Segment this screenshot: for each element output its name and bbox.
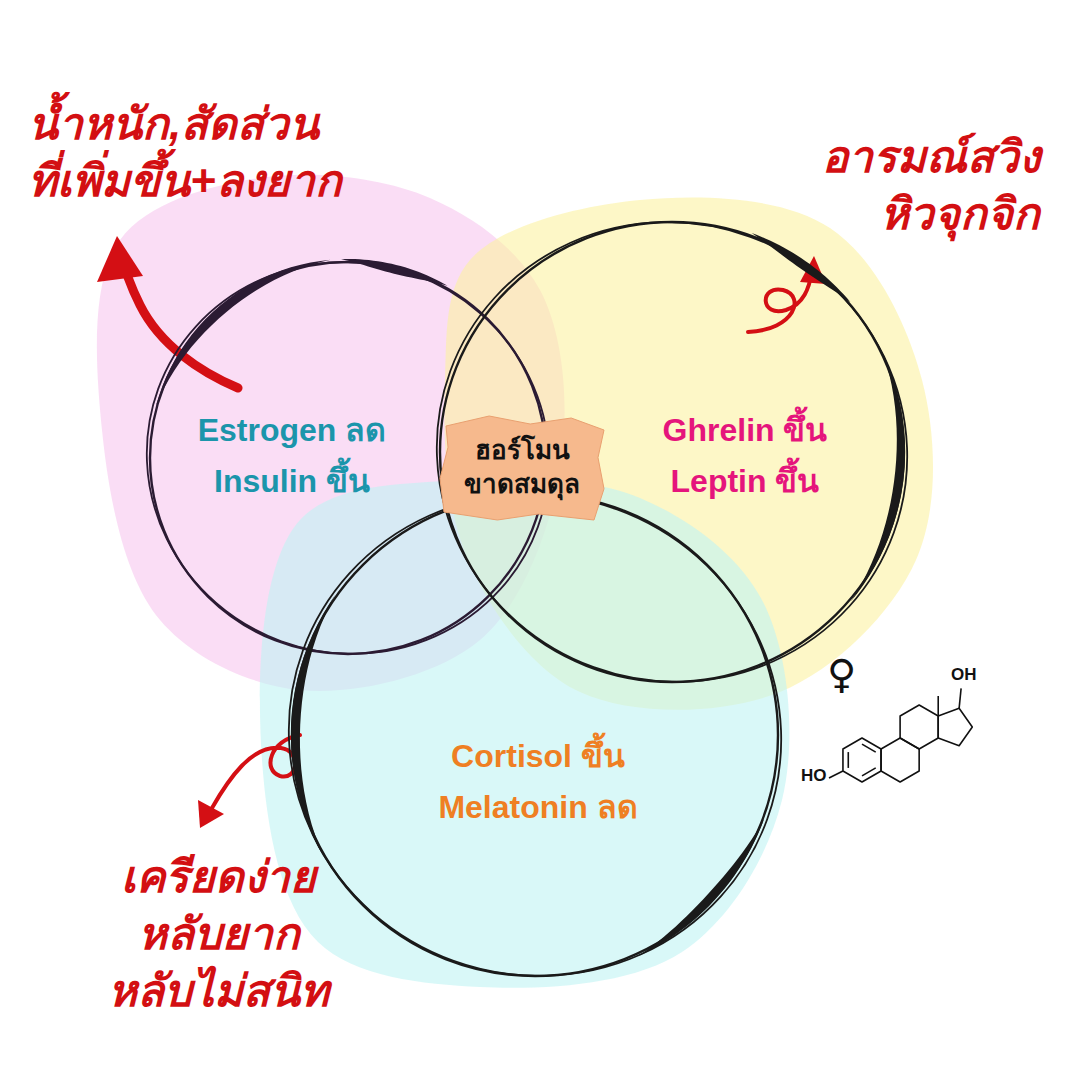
hormone-text: Ghrelin ขึ้น (663, 405, 828, 456)
brush-stroke (291, 595, 335, 857)
hormone-text: Leptin ขึ้น (663, 456, 828, 507)
text-group: Cortisol ขึ้นMelatonin ลด (438, 731, 637, 833)
annotation-arrows (97, 236, 826, 828)
bond-line (862, 744, 876, 752)
text-group: ฮอร์โมน ขาดสมดุล (462, 434, 582, 502)
arrow-head (198, 800, 224, 828)
bond-line (829, 771, 843, 778)
patch-shape (440, 416, 604, 520)
bond-line (959, 688, 961, 708)
brush-stroke (850, 354, 904, 602)
circle-outline (292, 492, 778, 978)
outline-stroke (221, 425, 849, 1045)
estradiol-structure (829, 688, 972, 782)
center-text: ฮอร์โมน ขาดสมดุล (462, 434, 582, 502)
hormone-text: Cortisol ขึ้น (438, 731, 637, 782)
outline-stroke (372, 156, 972, 748)
ring-bond (843, 738, 881, 782)
leader-arrow (212, 735, 300, 808)
female-symbol: ♀ (827, 652, 856, 696)
arrow-head (97, 236, 143, 282)
brush-stroke (752, 233, 851, 302)
text-group: Estrogen ลดInsulin ขึ้น (198, 405, 387, 507)
annotation-text: อารมณ์สวิง หิวจุกจิก (818, 128, 1040, 242)
outline-stroke (292, 494, 778, 976)
hormone-text: Insulin ขึ้น (198, 456, 387, 507)
bond-line (862, 768, 876, 776)
annotation-text: น้ำหนัก,สัดส่วน ที่เพิ่มขึ้น+ลงยาก (28, 95, 346, 209)
ring-bond (900, 705, 938, 749)
brush-stroke (341, 259, 447, 286)
venn-circle: Cortisol ขึ้นMelatonin ลด (292, 492, 778, 978)
brush-stroke (156, 260, 331, 407)
bond-line (937, 696, 939, 716)
brush-stroke (638, 818, 764, 956)
ring-bond (938, 708, 972, 745)
ring-bond (881, 738, 919, 782)
paper-patch (440, 416, 604, 520)
outline-stroke (440, 222, 904, 682)
annotation-text: เครียดง่าย หลับยาก หลับไม่สนิท (106, 848, 331, 1020)
atom-label: HO (801, 767, 827, 786)
hormone-text: Estrogen ลด (198, 405, 387, 456)
atom-label: OH (951, 666, 977, 685)
bond-line (847, 752, 849, 768)
hormone-text: Melatonin ลด (438, 782, 637, 833)
center-patch: ฮอร์โมน ขาดสมดุล (440, 416, 604, 520)
text-group: Ghrelin ขึ้นLeptin ขึ้น (663, 405, 828, 507)
outline-stroke (91, 206, 604, 711)
